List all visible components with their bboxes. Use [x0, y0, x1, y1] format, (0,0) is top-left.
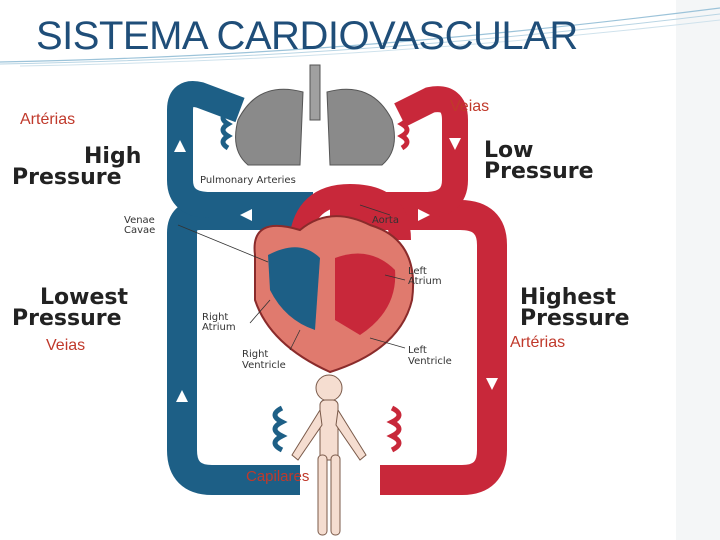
page-title: SISTEMA CARDIOVASCULAR: [36, 14, 578, 58]
title-swoosh-decoration: [0, 7, 720, 67]
label-left-atrium-2: Atrium: [408, 276, 442, 287]
body-capillaries-left: [272, 405, 288, 453]
label-pulmonary-arteries: Pulmonary Arteries: [200, 175, 296, 186]
label-right-atrium-2: Atrium: [202, 322, 236, 333]
leader-lines: [177, 204, 406, 351]
label-left-atrium-1: Left: [408, 266, 427, 277]
right-heart-chamber: [268, 247, 320, 330]
label-right-ventricle-1: Right: [242, 349, 269, 360]
pressure-lowest-line1: Lowest: [40, 285, 128, 310]
body-capillaries-right: [386, 405, 402, 453]
label-arterias-right: Artérias: [510, 334, 566, 351]
pressure-low-line2: Pressure: [484, 159, 594, 184]
aorta-arch: [289, 183, 411, 242]
right-decor-bar: [676, 0, 720, 540]
lung-capillaries-right: [397, 109, 410, 151]
label-arterias-top: Artérias: [20, 111, 76, 128]
left-vein-loop: [167, 200, 300, 495]
label-venae-cavae-1: Venae: [124, 215, 155, 226]
pressure-highest-line1: Highest: [520, 285, 616, 310]
label-aorta: Aorta: [372, 215, 399, 226]
label-veias-top: Veias: [450, 98, 490, 115]
pressure-high-line1: High: [84, 144, 142, 169]
lungs: [235, 64, 395, 166]
label-right-atrium-1: Right: [202, 312, 229, 323]
human-figure: [291, 374, 367, 536]
pressure-highest-line2: Pressure: [520, 306, 630, 331]
label-left-ventricle-2: Ventricle: [408, 356, 452, 367]
label-left-ventricle-1: Left: [408, 345, 427, 356]
right-artery-loop: [330, 200, 507, 495]
label-capilares: Capilares: [246, 468, 310, 485]
pressure-high-line2: Pressure: [12, 165, 122, 190]
label-right-ventricle-2: Ventricle: [242, 360, 286, 371]
pressure-lowest-line2: Pressure: [12, 306, 122, 331]
lung-capillaries-left: [220, 109, 233, 151]
pressure-low-line1: Low: [484, 138, 534, 163]
flow-arrows: [174, 138, 498, 402]
label-veias-left: Veias: [46, 337, 86, 354]
pulmonary-artery-path: [167, 81, 313, 250]
label-venae-cavae-2: Cavae: [124, 225, 156, 236]
left-heart-chamber: [335, 253, 396, 335]
